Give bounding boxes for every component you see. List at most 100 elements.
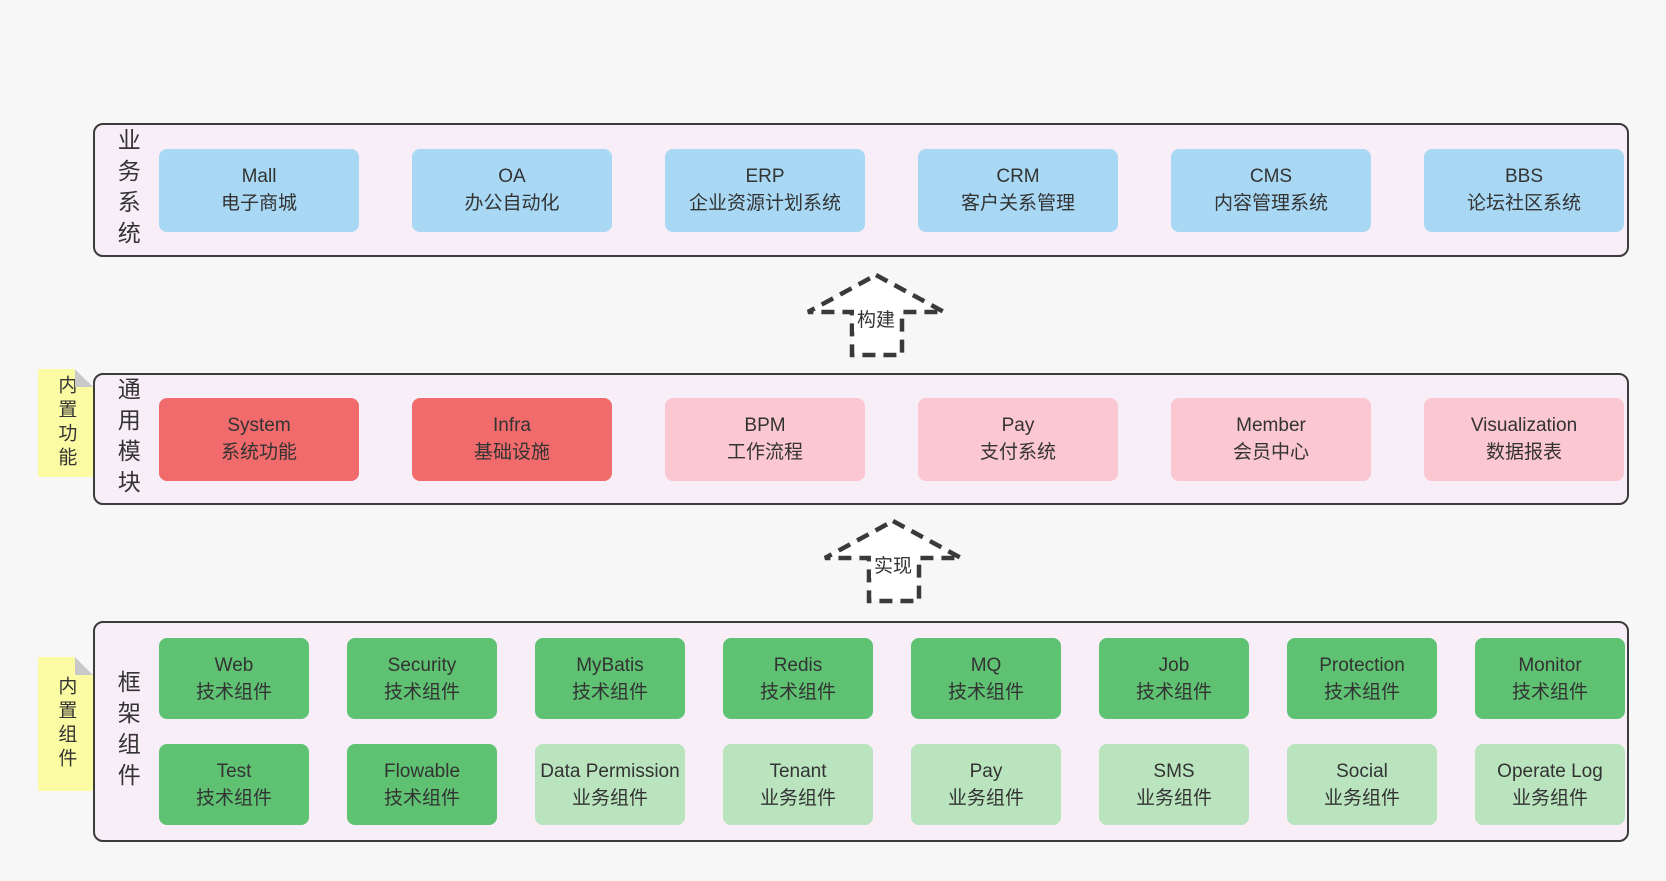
box-subtitle: 工作流程 <box>726 442 803 463</box>
box-subtitle: 业务组件 <box>571 787 648 809</box>
business-panel-label-column: 业务系统 <box>95 125 159 255</box>
arrow-build: 构建 <box>805 272 947 358</box>
arrow-implement: 实现 <box>822 518 964 604</box>
folded-corner-icon <box>75 657 93 675</box>
box-title: MyBatis <box>576 654 644 676</box>
box-title: OA <box>498 166 526 187</box>
sticky-tab-label: 内置组件 <box>55 676 77 772</box>
sticky-tab-label: 内置功能 <box>55 375 77 471</box>
box-title: System <box>227 415 291 436</box>
box-subtitle: 业务组件 <box>1511 787 1588 809</box>
box-subtitle: 客户关系管理 <box>960 193 1075 214</box>
box-title: Security <box>387 654 457 676</box>
box-bpm: BPM 工作流程 <box>665 397 865 481</box>
box-subtitle: 业务组件 <box>759 787 836 809</box>
box-title: BPM <box>744 415 786 436</box>
business-systems-panel: 业务系统 Mall 电子商城 OA 办公自动化 ERP 企业资源计划系统 CRM… <box>93 123 1629 257</box>
box-title: Flowable <box>383 760 461 782</box>
box-visualization: Visualization 数据报表 <box>1424 397 1624 481</box>
framework-panel-label: 框架组件 <box>114 669 141 794</box>
box-subtitle: 技术组件 <box>1511 681 1588 703</box>
box-title: Infra <box>492 415 532 436</box>
box-security: Security 技术组件 <box>347 638 497 719</box>
box-subtitle: 内容管理系统 <box>1213 193 1328 214</box>
box-pay: Pay 支付系统 <box>918 397 1118 481</box>
box-title: Visualization <box>1470 415 1578 436</box>
box-tenant: Tenant 业务组件 <box>723 744 873 825</box>
sticky-tab-built-in-features: 内置功能 <box>38 369 93 477</box>
box-flowable: Flowable 技术组件 <box>347 744 497 825</box>
sticky-tab-built-in-components: 内置组件 <box>38 657 93 791</box>
common-panel-label: 通用模块 <box>114 377 141 501</box>
box-subtitle: 技术组件 <box>571 681 648 703</box>
box-title: Pay <box>969 760 1003 782</box>
box-title: Job <box>1158 654 1190 676</box>
box-title: Protection <box>1319 654 1405 676</box>
box-bbs: BBS 论坛社区系统 <box>1424 148 1624 232</box>
box-pay-business: Pay 业务组件 <box>911 744 1061 825</box>
box-cms: CMS 内容管理系统 <box>1171 148 1371 232</box>
box-title: ERP <box>745 166 785 187</box>
box-crm: CRM 客户关系管理 <box>918 148 1118 232</box>
common-boxes-row: System 系统功能 Infra 基础设施 BPM 工作流程 Pay 支付系统… <box>159 397 1627 481</box>
box-monitor: Monitor 技术组件 <box>1475 638 1625 719</box>
box-subtitle: 数据报表 <box>1485 442 1562 463</box>
box-title: BBS <box>1504 166 1544 187</box>
box-test: Test 技术组件 <box>159 744 309 825</box>
box-title: Web <box>214 654 254 676</box>
framework-row-2: Test 技术组件 Flowable 技术组件 Data Permission … <box>159 744 1627 825</box>
box-subtitle: 技术组件 <box>383 681 460 703</box>
box-protection: Protection 技术组件 <box>1287 638 1437 719</box>
box-subtitle: 支付系统 <box>979 442 1056 463</box>
box-subtitle: 技术组件 <box>1323 681 1400 703</box>
box-subtitle: 业务组件 <box>947 787 1024 809</box>
box-oa: OA 办公自动化 <box>412 148 612 232</box>
box-subtitle: 技术组件 <box>383 787 460 809</box>
box-title: Operate Log <box>1497 760 1603 782</box>
box-title: Pay <box>1001 415 1035 436</box>
box-job: Job 技术组件 <box>1099 638 1249 719</box>
box-subtitle: 论坛社区系统 <box>1466 193 1581 214</box>
arrow-implement-label: 实现 <box>870 551 916 578</box>
box-subtitle: 技术组件 <box>759 681 836 703</box>
box-title: Mall <box>241 166 277 187</box>
box-redis: Redis 技术组件 <box>723 638 873 719</box>
box-infra: Infra 基础设施 <box>412 397 612 481</box>
box-subtitle: 业务组件 <box>1135 787 1212 809</box>
box-title: Redis <box>773 654 823 676</box>
common-panel-label-column: 通用模块 <box>95 375 159 503</box>
framework-panel-label-column: 框架组件 <box>95 623 159 840</box>
box-member: Member 会员中心 <box>1171 397 1371 481</box>
box-subtitle: 会员中心 <box>1232 442 1309 463</box>
box-sms: SMS 业务组件 <box>1099 744 1249 825</box>
framework-components-panel: 框架组件 Web 技术组件 Security 技术组件 MyBatis 技术组件… <box>93 621 1629 842</box>
box-title: Social <box>1336 760 1388 782</box>
folded-corner-icon <box>75 369 93 387</box>
box-data-permission: Data Permission 业务组件 <box>535 744 685 825</box>
box-title: CRM <box>996 166 1040 187</box>
box-erp: ERP 企业资源计划系统 <box>665 148 865 232</box>
box-mybatis: MyBatis 技术组件 <box>535 638 685 719</box>
arrow-build-label: 构建 <box>853 305 899 332</box>
box-subtitle: 业务组件 <box>1323 787 1400 809</box>
box-subtitle: 技术组件 <box>195 681 272 703</box>
framework-boxes-rows: Web 技术组件 Security 技术组件 MyBatis 技术组件 Redi… <box>159 638 1627 825</box>
framework-row-1: Web 技术组件 Security 技术组件 MyBatis 技术组件 Redi… <box>159 638 1627 719</box>
box-social: Social 业务组件 <box>1287 744 1437 825</box>
box-title: Tenant <box>769 760 827 782</box>
box-subtitle: 办公自动化 <box>464 193 560 214</box>
box-subtitle: 基础设施 <box>473 442 550 463</box>
business-panel-label: 业务系统 <box>114 128 141 252</box>
box-subtitle: 技术组件 <box>195 787 272 809</box>
box-system: System 系统功能 <box>159 397 359 481</box>
box-title: Test <box>216 760 252 782</box>
box-subtitle: 系统功能 <box>220 442 297 463</box>
box-title: Member <box>1236 415 1306 436</box>
box-title: Monitor <box>1518 654 1582 676</box>
business-boxes-row: Mall 电子商城 OA 办公自动化 ERP 企业资源计划系统 CRM 客户关系… <box>159 148 1627 232</box>
box-subtitle: 企业资源计划系统 <box>688 193 841 214</box>
box-mq: MQ 技术组件 <box>911 638 1061 719</box>
box-web: Web 技术组件 <box>159 638 309 719</box>
box-title: Data Permission <box>540 760 680 782</box>
box-title: CMS <box>1249 166 1293 187</box>
